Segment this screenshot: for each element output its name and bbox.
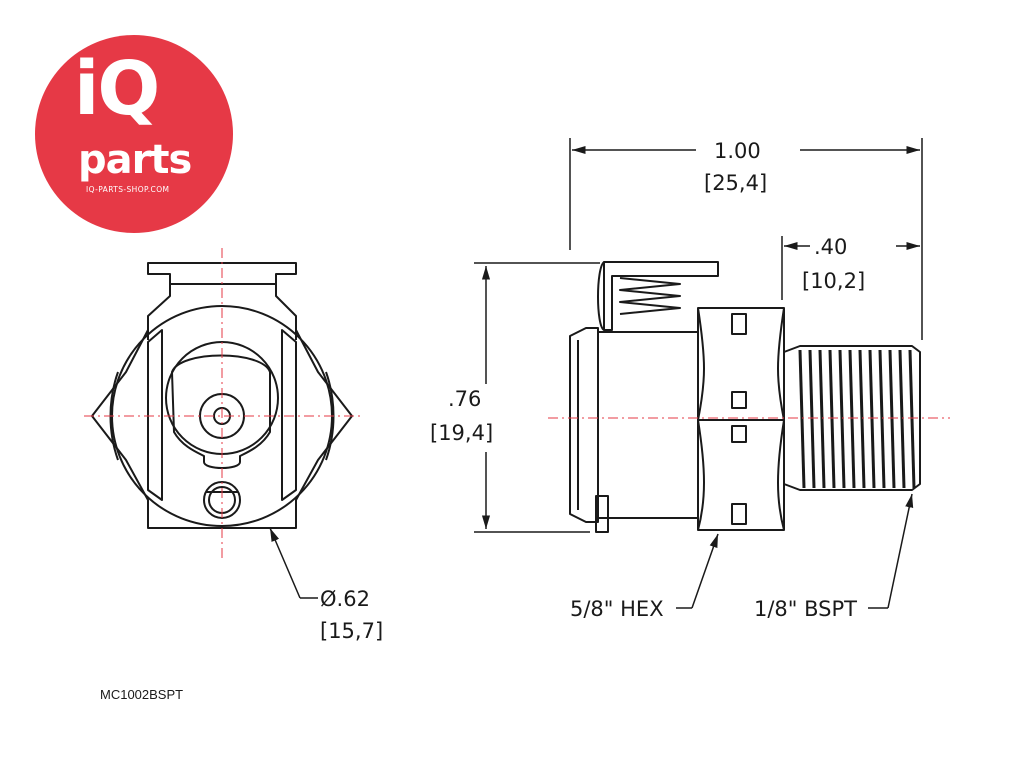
side-bottom-tab: [595, 495, 609, 533]
side-latch-plate: [603, 261, 719, 331]
iq-parts-logo: [35, 35, 233, 233]
logo-iq-text: iQ: [74, 46, 160, 132]
thread-length-inch-label: .40: [814, 235, 847, 259]
side-view: [569, 261, 921, 533]
height-inch-label: .76: [448, 387, 481, 411]
length-mm-label: [25,4]: [704, 171, 767, 195]
side-thread-body: [783, 345, 921, 491]
thread-length-mm-label: [10,2]: [802, 269, 865, 293]
thread-length-dimension: [781, 236, 920, 300]
length-dimension: [569, 138, 923, 340]
front-latch-cup: [171, 354, 271, 469]
logo-url-text: IQ-PARTS-SHOP.COM: [86, 185, 170, 194]
side-spring: [619, 277, 681, 315]
side-front-flange: [569, 327, 599, 523]
front-left-slot: [147, 329, 163, 501]
front-centerlines: [84, 248, 362, 560]
thread-leader: [868, 493, 914, 609]
side-thread-crests: [798, 349, 916, 489]
diameter-mm-label: [15,7]: [320, 619, 383, 643]
length-inch-label: 1.00: [714, 139, 761, 163]
side-hex-notch: [731, 313, 747, 335]
front-diameter-leader: [269, 527, 318, 599]
logo-parts-text: parts: [78, 137, 192, 183]
front-right-slot: [281, 329, 297, 501]
front-shoulder: [147, 284, 297, 340]
hex-label: 5/8" HEX: [570, 597, 664, 621]
diameter-inch-label: Ø.62: [320, 587, 370, 611]
hex-leader: [676, 533, 719, 609]
part-number: MC1002BSPT: [100, 687, 184, 702]
side-body: [598, 331, 699, 519]
height-dimension: [474, 262, 600, 533]
thread-label: 1/8" BSPT: [754, 597, 857, 621]
height-mm-label: [19,4]: [430, 421, 493, 445]
